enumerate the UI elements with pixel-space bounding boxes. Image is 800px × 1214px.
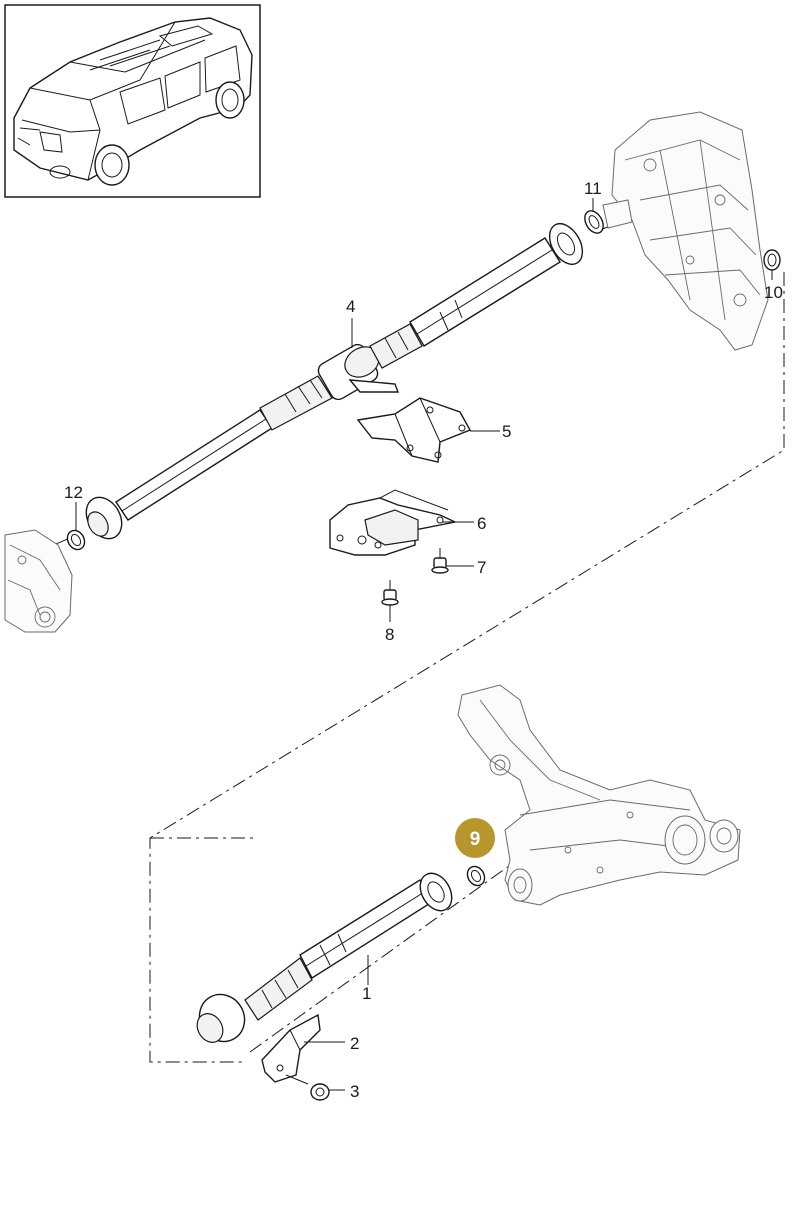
callout-1[interactable]: 1: [362, 984, 371, 1003]
transfer-case: [602, 111, 769, 351]
bracket-2: [261, 1013, 321, 1083]
leader-lines: [75, 198, 773, 1091]
vehicle-thumbnail: [4, 4, 261, 198]
nut-3: [285, 1074, 330, 1101]
bolt-8: [381, 580, 399, 606]
highlighted-callout-9[interactable]: 9: [455, 818, 495, 858]
front-differential: [4, 529, 73, 633]
callout-labels: 11 10 4 5 6 7 8 12 1 2 3: [64, 179, 783, 1101]
bolt-7: [431, 548, 449, 574]
callout-8[interactable]: 8: [385, 625, 394, 644]
seal-ring-12: [66, 529, 86, 551]
callout-5[interactable]: 5: [502, 422, 511, 441]
callout-7[interactable]: 7: [477, 558, 486, 577]
callout-3[interactable]: 3: [350, 1082, 359, 1101]
callout-9[interactable]: 9: [470, 829, 481, 850]
seal-ring-10: [763, 249, 781, 271]
seal-ring-11: [584, 210, 604, 234]
callout-12[interactable]: 12: [64, 483, 83, 502]
callout-10[interactable]: 10: [764, 283, 783, 302]
callout-6[interactable]: 6: [477, 514, 486, 533]
callout-11[interactable]: 11: [584, 179, 602, 198]
front-propeller-shaft: [85, 223, 584, 540]
callout-4[interactable]: 4: [346, 297, 355, 316]
callout-2[interactable]: 2: [350, 1034, 359, 1053]
rear-propeller-shaft: [196, 872, 453, 1043]
seal-ring-9: [466, 865, 486, 887]
support-plate-6: [329, 489, 458, 556]
bracket-5: [356, 397, 471, 463]
rear-axle-subframe: [457, 684, 741, 906]
